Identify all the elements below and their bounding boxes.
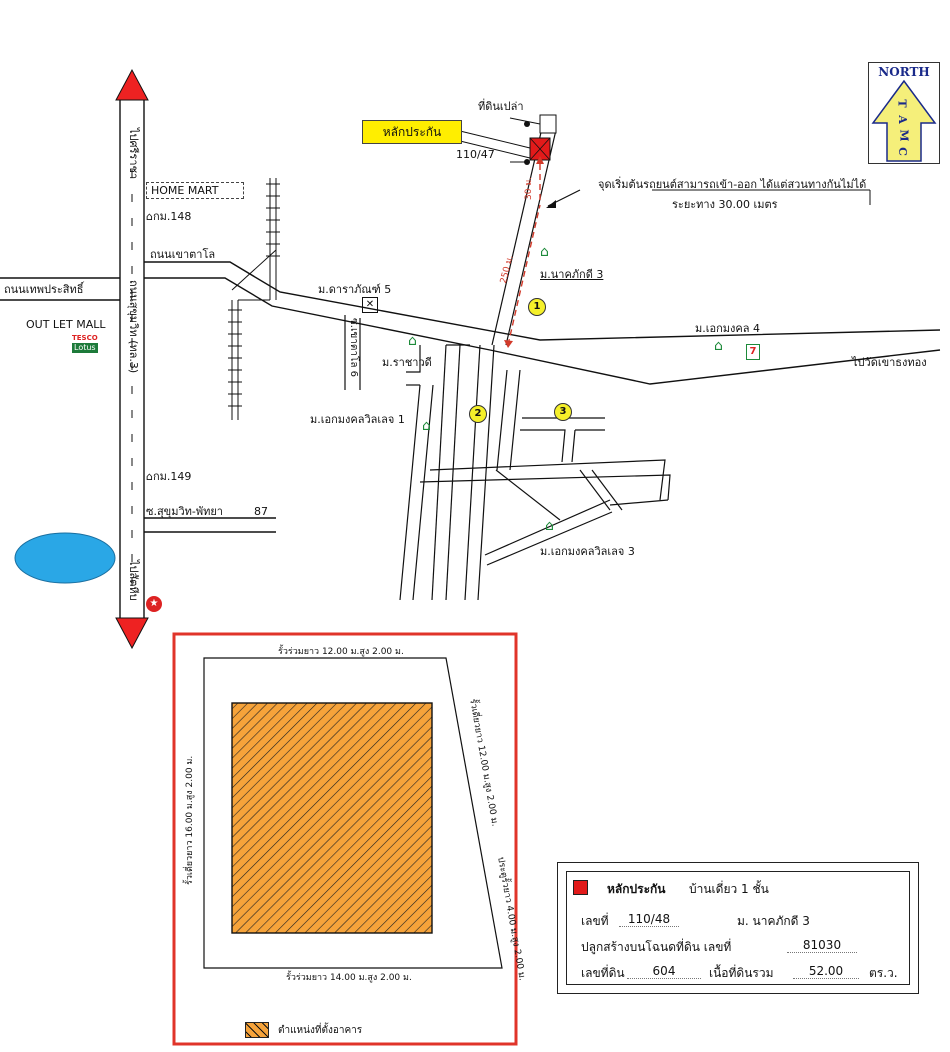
ekmongkol-villej-1-label: ม.เอกมงคลวิลเลจ 1 bbox=[310, 413, 405, 426]
milestone-icon: ⌂ bbox=[146, 210, 153, 223]
distance-30-label: 30 ม. bbox=[524, 176, 534, 200]
vacant-land-label: ที่ดินเปล่า bbox=[478, 100, 524, 113]
seven-eleven-icon: 7 bbox=[746, 344, 760, 360]
fence-top-label: รั้วร่วมยาว 12.00 ม.สูง 2.00 ม. bbox=[278, 647, 404, 657]
house-icon: ⌂ bbox=[540, 244, 549, 260]
info-area-label: เนื้อที่ดินรวม bbox=[709, 966, 774, 980]
north-letter-c: C bbox=[895, 147, 909, 156]
info-land-no-label: เลขที่ดิน bbox=[581, 966, 625, 980]
info-deed-value: 81030 bbox=[787, 938, 857, 953]
north-letter-m: M bbox=[897, 129, 911, 142]
plot-plan-frame bbox=[172, 632, 518, 1046]
building-footprint bbox=[231, 702, 433, 934]
info-title: หลักประกัน bbox=[607, 882, 666, 896]
info-number-label: เลขที่ bbox=[581, 914, 609, 928]
collateral-callout: หลักประกัน bbox=[362, 120, 462, 144]
building-legend-swatch bbox=[245, 1022, 269, 1038]
ekmongkol-villej-3-label: ม.เอกมงคลวิลเลจ 3 bbox=[540, 545, 635, 558]
info-deed-label: ปลูกสร้างบนโฉนดที่ดิน เลขที่ bbox=[581, 940, 732, 954]
home-mart-label: HOME MART bbox=[146, 182, 244, 199]
daraphan-5-label: ม.ดาราภัณฑ์ 5 bbox=[318, 283, 392, 296]
rachawadee-label: ม.ราชาวดี bbox=[382, 356, 432, 369]
pond bbox=[14, 532, 116, 584]
house-icon: ⌂ bbox=[408, 333, 417, 349]
naka-phakdee-3-label: ม.นาคภักดี 3 bbox=[540, 268, 604, 281]
north-arrow: NORTH T A M C bbox=[868, 62, 940, 164]
info-area-unit: ตร.ว. bbox=[869, 966, 898, 980]
building-legend-label: ตำแหน่งที่ตั้งอาคาร bbox=[278, 1025, 363, 1036]
to-sriracha-label: ไปศรีราชา bbox=[127, 128, 140, 180]
info-village: ม. นาคภักดี 3 bbox=[737, 914, 810, 928]
marker-1: 1 bbox=[528, 298, 546, 316]
soi-khao-talo-6-label: ซ.เขาตาโล 6 bbox=[348, 318, 359, 377]
soi-87-label: 87 bbox=[254, 505, 268, 518]
khao-talo-road bbox=[144, 261, 941, 385]
fence-left-label: รั้วเดี่ยวยาว 16.00 ม.สูง 2.00 ม. bbox=[185, 755, 195, 885]
start-point-note-2: ระยะทาง 30.00 เมตร bbox=[672, 198, 778, 211]
collateral-marker-icon bbox=[573, 880, 588, 895]
sukhumvit-road-label: ถนนสุขุมวิท (ทล.3) bbox=[127, 280, 140, 374]
gas-station-icon: ★ bbox=[146, 596, 162, 612]
to-wat-khao-thong-label: ไปวัดเขาธงทอง bbox=[852, 356, 927, 369]
info-area-value: 52.00 bbox=[793, 964, 859, 979]
km148-label: ⌂กม.148 bbox=[146, 210, 192, 223]
soi-87-road bbox=[144, 517, 276, 533]
soi-naka-phakdee bbox=[491, 127, 557, 346]
marker-2: 2 bbox=[469, 405, 487, 423]
village-streets bbox=[399, 344, 671, 601]
soi-sukhumvit-pattaya-label: ซ.สุขุมวิท-พัทยา bbox=[146, 505, 223, 518]
north-letter-t: T bbox=[895, 99, 909, 108]
arrow-down-icon bbox=[115, 617, 149, 650]
info-panel-inner: หลักประกัน บ้านเดี่ยว 1 ชั้น เลขที่ 110/… bbox=[566, 871, 910, 985]
to-sattahip-label: ไปสัตหีบ bbox=[127, 560, 140, 601]
house-icon: ⌂ bbox=[545, 518, 554, 534]
arrow-up-icon bbox=[115, 68, 149, 101]
land-boundary bbox=[203, 657, 503, 969]
sukhumvit-road bbox=[119, 98, 145, 620]
outlet-mall-label: OUT LET MALL bbox=[26, 318, 106, 331]
railway bbox=[228, 178, 280, 420]
milestone-icon: ⌂ bbox=[146, 470, 153, 483]
house-icon: ⌂ bbox=[714, 338, 723, 354]
gate-icon: ✕ bbox=[362, 297, 378, 313]
tesco-lotus-logo: TESCO Lotus bbox=[72, 334, 98, 353]
vacant-land-plot bbox=[539, 114, 557, 134]
khao-talo-road-label: ถนนเขาตาโล bbox=[150, 248, 216, 261]
info-number-value: 110/48 bbox=[619, 912, 679, 927]
info-type: บ้านเดี่ยว 1 ชั้น bbox=[689, 882, 769, 896]
thepprasit-road-label: ถนนเทพประสิทธิ์ bbox=[4, 283, 84, 296]
marker-3: 3 bbox=[554, 403, 572, 421]
route-line bbox=[507, 160, 541, 346]
house-icon: ⌂ bbox=[422, 418, 431, 434]
km149-label: ⌂กม.149 bbox=[146, 470, 192, 483]
thepprasit-road bbox=[0, 277, 120, 301]
ekmongkol-4-label: ม.เอกมงคล 4 bbox=[695, 322, 760, 335]
start-point-note-1: จุดเริ่มต้นรถยนต์สามารถเข้า-ออก ได้แต่สว… bbox=[598, 178, 867, 191]
north-letter-a: A bbox=[895, 115, 909, 124]
collateral-info-panel: หลักประกัน บ้านเดี่ยว 1 ชั้น เลขที่ 110/… bbox=[557, 862, 919, 994]
fence-bottom-label: รั้วร่วมยาว 14.00 ม.สูง 2.00 ม. bbox=[286, 973, 412, 983]
north-label: NORTH bbox=[878, 65, 930, 79]
info-land-no-value: 604 bbox=[627, 964, 701, 979]
house-number-label: 110/47 bbox=[456, 148, 495, 161]
north-arrow-icon bbox=[871, 79, 937, 162]
soi-khao-talo-6 bbox=[344, 315, 361, 390]
